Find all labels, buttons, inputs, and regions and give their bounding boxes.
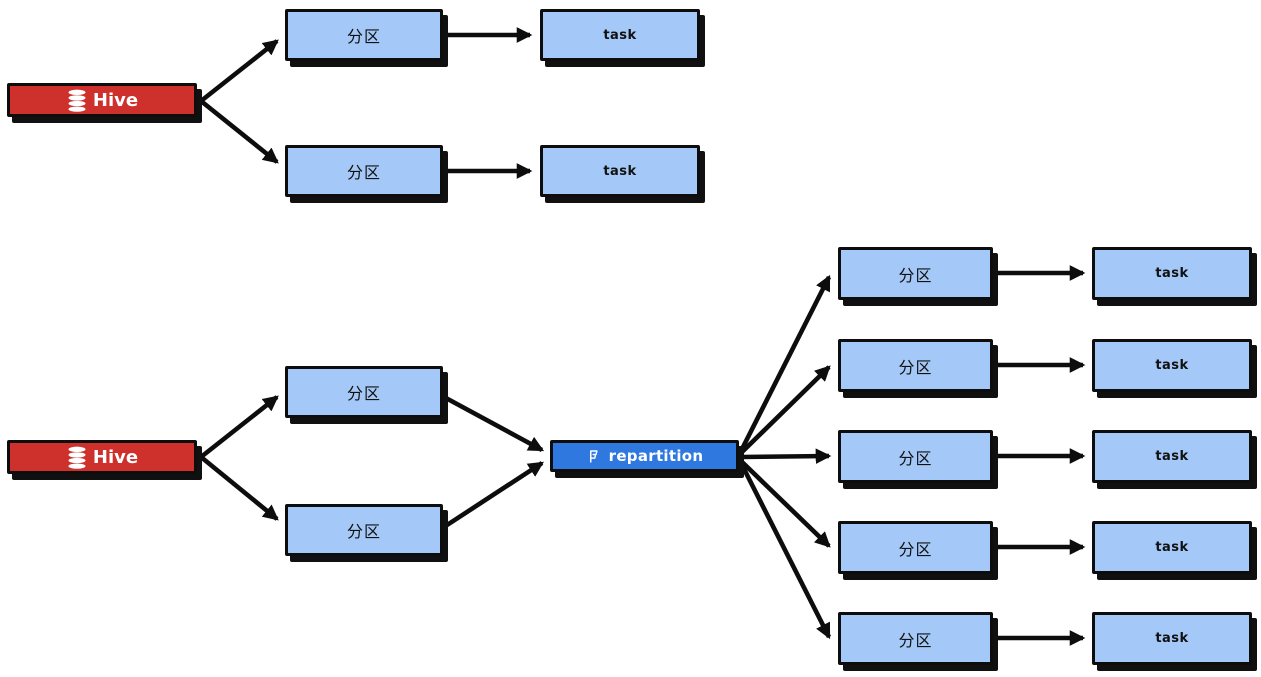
partition-label: 分区	[346, 163, 381, 182]
partition-label: 分区	[898, 630, 933, 650]
task-node: task	[540, 145, 700, 197]
task-node: task	[1092, 430, 1252, 483]
hive-label: Hive	[92, 446, 139, 468]
partition-label: 分区	[898, 357, 933, 377]
task-label: task	[1155, 631, 1189, 646]
partition-node: 分区	[285, 366, 443, 418]
partition-label: 分区	[346, 27, 381, 46]
partition-node: 分区	[838, 430, 993, 483]
task-label: task	[1155, 449, 1189, 464]
task-node: task	[1092, 521, 1252, 574]
partition-node: 分区	[838, 612, 993, 665]
partition-label: 分区	[898, 265, 933, 285]
partition-node: 分区	[838, 339, 993, 392]
task-node: task	[1092, 612, 1252, 665]
hive-source-node-top: Hive	[7, 83, 197, 117]
repartition-label: repartition	[608, 447, 704, 465]
task-node: task	[1092, 247, 1252, 300]
task-label: task	[603, 163, 637, 179]
partition-label: 分区	[898, 448, 933, 468]
flag-icon	[586, 447, 601, 466]
partition-node: 分区	[838, 521, 993, 574]
partition-node: 分区	[285, 9, 443, 61]
partition-node: 分区	[285, 145, 443, 197]
partition-label: 分区	[346, 384, 381, 403]
database-icon	[66, 89, 88, 112]
repartition-node: repartition	[550, 440, 739, 472]
hive-source-node-bottom: Hive	[7, 440, 197, 474]
database-icon	[66, 446, 88, 469]
task-label: task	[603, 27, 637, 43]
hive-label: Hive	[92, 89, 139, 111]
partition-node: 分区	[838, 247, 993, 300]
partition-node: 分区	[285, 504, 443, 556]
partition-label: 分区	[346, 522, 381, 541]
task-label: task	[1155, 540, 1189, 555]
task-label: task	[1155, 358, 1189, 373]
task-node: task	[1092, 339, 1252, 392]
task-node: task	[540, 9, 700, 61]
task-label: task	[1155, 266, 1189, 281]
partition-label: 分区	[898, 539, 933, 559]
